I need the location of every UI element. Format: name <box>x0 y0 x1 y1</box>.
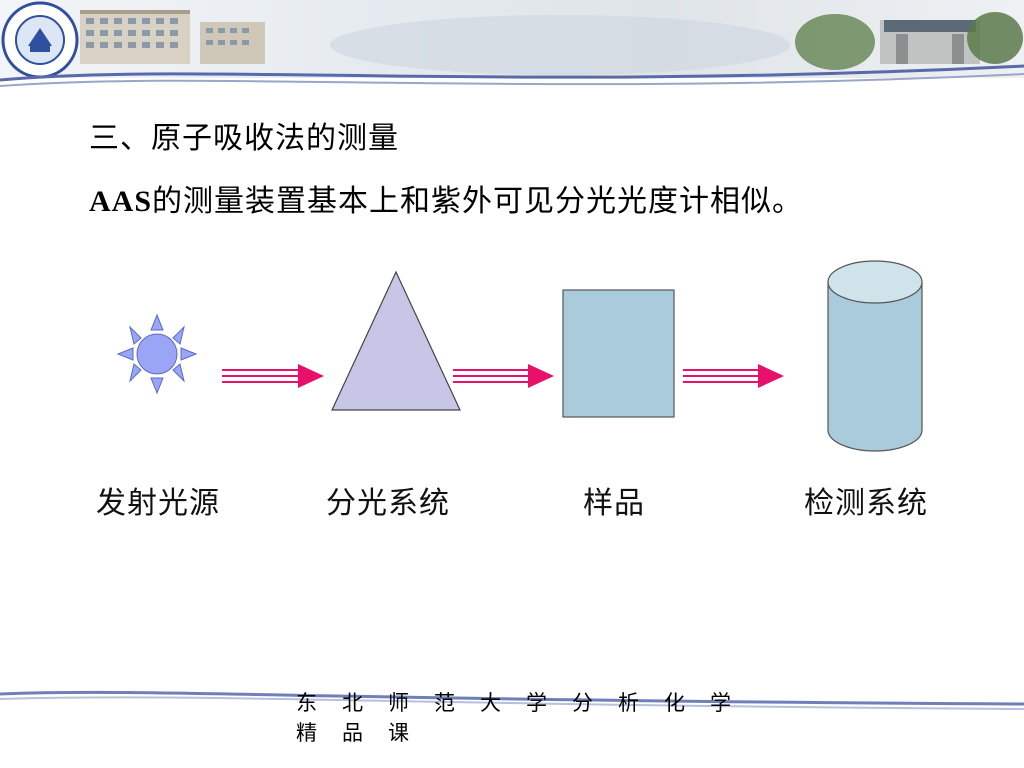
campus-gate-photo <box>795 12 1023 70</box>
measurement-flow-diagram <box>116 260 923 452</box>
cylinder-detector-icon <box>827 260 923 452</box>
footer-line-1: 东北师范大学分析化学 <box>296 691 756 715</box>
subtitle-text: 的测量装置基本上和紫外可见分光光度计相似。 <box>152 184 804 219</box>
stage-label-sample: 样品 <box>583 486 645 521</box>
rectangle-sample-icon <box>562 289 675 418</box>
flow-arrow <box>222 364 324 388</box>
triangle-prism-icon <box>331 270 461 411</box>
stage-label-monochromator: 分光系统 <box>326 486 450 521</box>
campus-building-photo <box>80 10 265 64</box>
footer-line-2: 精品课 <box>296 721 434 745</box>
stage-label-light-source: 发射光源 <box>96 486 220 521</box>
flow-arrow <box>683 364 784 388</box>
subtitle-abbreviation: AAS <box>89 185 153 218</box>
flow-arrow <box>453 364 554 388</box>
slide-subtitle: AAS的测量装置基本上和紫外可见分光光度计相似。 <box>89 176 803 220</box>
slide-title: 三、原子吸收法的测量 <box>89 121 399 156</box>
sun-icon <box>116 313 198 395</box>
footer-wave <box>0 690 1024 710</box>
stage-label-detector: 检测系统 <box>804 486 928 521</box>
footer-caption: 东北师范大学分析化学 精品课 <box>296 688 796 748</box>
university-logo <box>1 1 79 79</box>
header-banner <box>0 0 1024 87</box>
